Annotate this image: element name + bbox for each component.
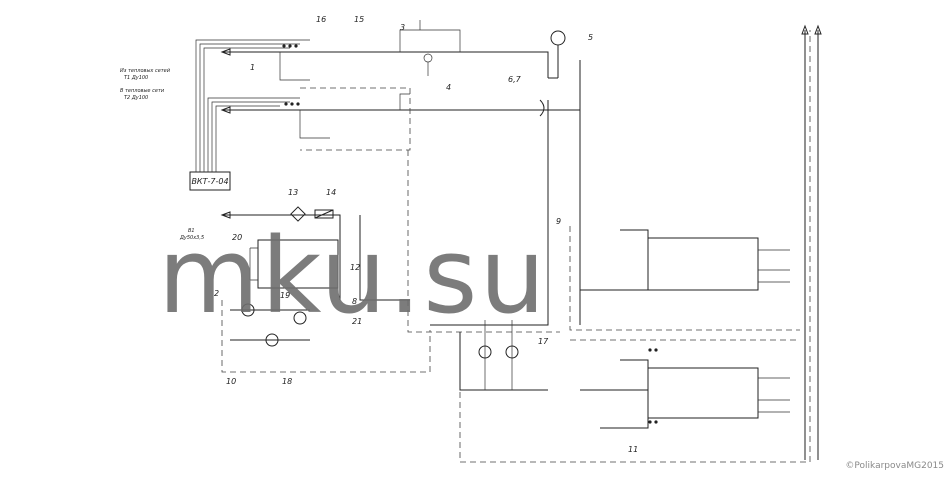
- dashed-boundaries: [221, 30, 811, 463]
- manifold-lower: [580, 359, 790, 429]
- expansion-vessel: [550, 30, 566, 46]
- manifold-upper: [580, 229, 790, 291]
- callout-16: 16: [316, 15, 326, 24]
- circulation-pumps: [230, 303, 310, 347]
- callout-21: 21: [352, 317, 362, 326]
- callout-5: 5: [588, 33, 593, 42]
- line-crossover: [539, 99, 545, 117]
- callout-12: 12: [350, 263, 360, 272]
- gauge-markers: [282, 44, 658, 424]
- watermark: mku.su: [158, 215, 547, 337]
- callout-1: 1: [250, 63, 255, 72]
- callout-19: 19: [280, 291, 290, 300]
- signal-lines: [195, 39, 310, 172]
- callout-2: 2: [214, 289, 219, 298]
- outlet-arrows: [801, 24, 822, 460]
- note-coldwater-line1: В1: [188, 228, 195, 234]
- callout-4: 4: [446, 83, 451, 92]
- callout-17: 17: [538, 337, 549, 346]
- callout-14: 14: [326, 188, 336, 197]
- callout-6-7: 6,7: [508, 75, 522, 84]
- callout-15: 15: [354, 15, 364, 24]
- note-supply-line1: Из тепловых сетей: [120, 68, 171, 74]
- water-heater: [257, 239, 339, 289]
- copyright: ©PolikarpovaMG2015: [845, 461, 944, 471]
- note-return-line1: В тепловые сети: [120, 88, 165, 94]
- dhw-riser: [359, 215, 410, 301]
- callout-20: 20: [232, 233, 242, 242]
- cold-water-line: [220, 206, 341, 300]
- callout-9: 9: [556, 217, 561, 226]
- pump-group-center: [459, 320, 548, 391]
- callout-10: 10: [226, 377, 236, 386]
- note-coldwater-line2: Ду50х3,5: [179, 235, 204, 241]
- callout-13: 13: [288, 188, 298, 197]
- callout-8: 8: [352, 297, 357, 306]
- callout-11: 11: [628, 445, 638, 454]
- supply-line-t1: [220, 20, 549, 326]
- meter-panel: [189, 171, 231, 191]
- callout-3: 3: [400, 23, 405, 32]
- callout-18: 18: [282, 377, 292, 386]
- return-line-t2: [220, 93, 580, 139]
- note-supply-line2: Т1 Ду100: [124, 75, 148, 81]
- note-return-line2: Т2 Ду100: [124, 95, 148, 101]
- meter-panel-label: ВКТ-7-04: [191, 177, 228, 186]
